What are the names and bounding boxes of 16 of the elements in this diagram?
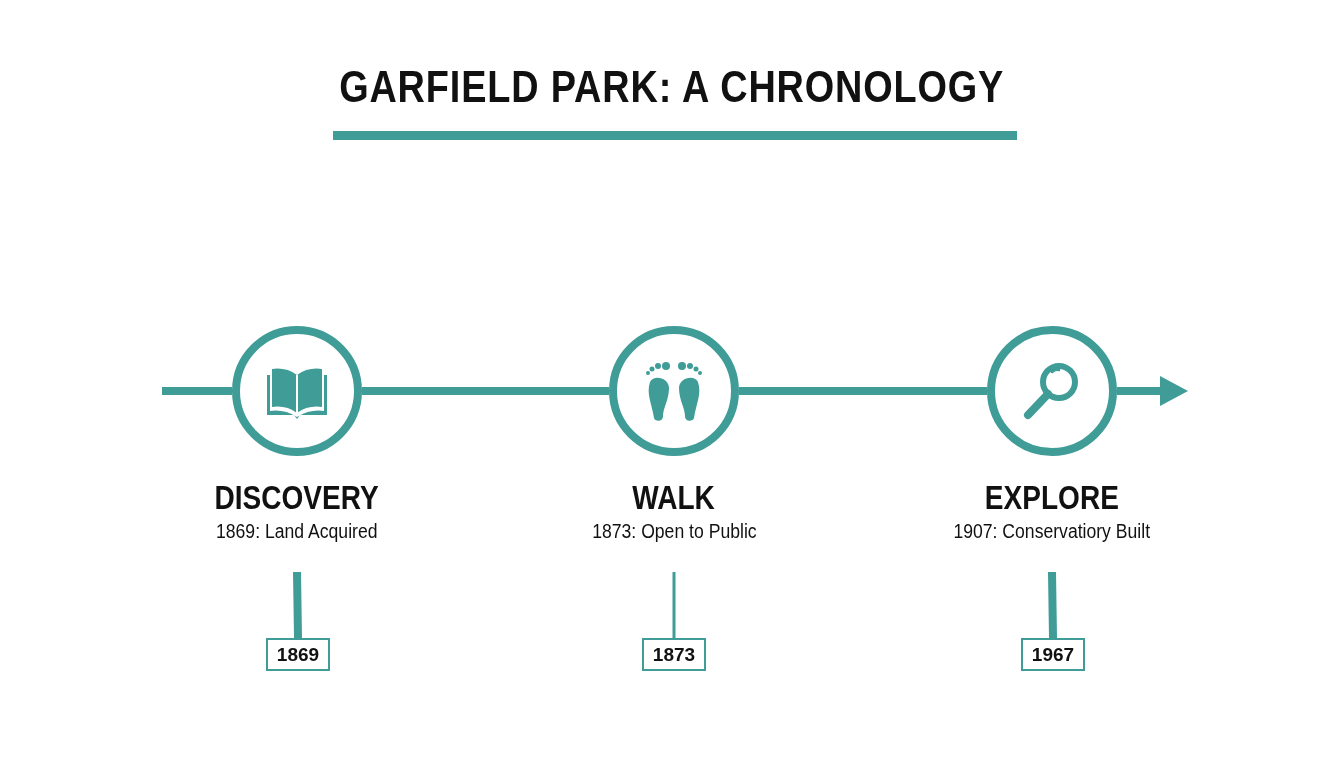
year-box: 1869	[266, 638, 330, 671]
milestone-heading: EXPLORE	[984, 478, 1119, 518]
year-box: 1967	[1021, 638, 1085, 671]
milestone-heading: WALK	[632, 478, 716, 518]
timeline-arrow	[1117, 376, 1188, 406]
timeline-line	[1048, 571, 1057, 639]
title: GARFIELD PARK: A CHRONOLOGY	[339, 62, 1005, 112]
year-box: 1873	[642, 638, 706, 671]
milestone-description: 1869: Land Acquired	[216, 519, 378, 544]
timeline-line	[362, 387, 609, 395]
milestone-heading: DISCOVERY	[214, 478, 380, 518]
timeline-line	[293, 571, 302, 639]
connector-line	[672, 572, 676, 638]
milestone-description: 1873: Open to Public	[591, 519, 757, 544]
milestone-description: 1907: Conservatiory Built	[953, 519, 1151, 544]
timeline-line	[739, 387, 987, 395]
